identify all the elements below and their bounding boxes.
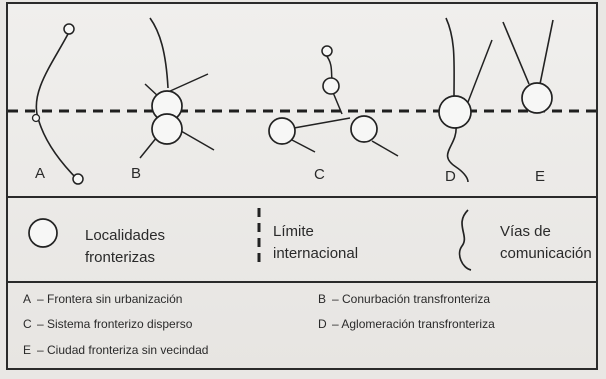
type-d: D – Aglomeración transfronteriza [318,317,495,331]
locality [521,82,553,114]
locality [63,23,75,35]
locality [72,173,84,185]
road [539,19,554,85]
panel-e: E [502,19,554,185]
type-c: C – Sistema fronterizo disperso [23,317,193,331]
road [167,73,209,93]
legend-locality-icon [28,218,58,248]
legend-border: Límite internacional [257,208,358,266]
road [139,136,158,159]
road [291,139,316,153]
locality [438,95,472,129]
type-b-text: – Conurbación transfronteriza [332,292,490,306]
road [149,17,169,89]
road [467,39,493,103]
type-d-letter: D [318,317,327,331]
road [293,117,351,129]
panel-label-b: B [131,165,141,182]
panel-label-a: A [35,165,45,182]
road [502,21,530,85]
legend-localities: Localidades fronterizas [28,218,165,266]
road [445,17,455,99]
panel-a: A [31,23,84,185]
legend-road-icon [458,209,472,271]
panel-label-e: E [535,168,545,185]
road [371,140,399,157]
legend-border-line-2: internacional [273,245,358,262]
type-b-letter: B [318,292,326,306]
panel-c: C [268,45,399,183]
panel-label-c: C [314,166,325,183]
border-point [31,113,41,123]
type-a-text: – Frontera sin urbanización [37,292,182,306]
type-b: B – Conurbación transfronteriza [318,292,490,306]
type-c-letter: C [23,317,32,331]
legend-border-line-1: Límite [273,223,314,240]
type-e-letter: E [23,343,31,357]
road [35,33,79,181]
type-a: A – Frontera sin urbanización [23,292,182,306]
locality [151,113,183,145]
type-e-text: – Ciudad fronteriza sin vecindad [37,343,208,357]
panel-d: D [438,17,493,185]
type-c-text: – Sistema fronterizo disperso [37,317,193,331]
legend-roads: Vías de comunicación [458,209,592,271]
locality [321,45,333,57]
locality [268,117,296,145]
locality [322,77,340,95]
legend-localities-line-2: fronterizas [85,249,155,266]
road [325,54,333,81]
legend-roads-line-1: Vías de [500,223,551,240]
type-a-letter: A [23,292,31,306]
panel-label-d: D [445,168,456,185]
legend-localities-line-1: Localidades [85,227,165,244]
panel-b: B [131,17,215,182]
locality [350,115,378,143]
type-e: E – Ciudad fronteriza sin vecindad [23,343,208,357]
type-d-text: – Aglomeración transfronteriza [332,317,495,331]
legend-roads-line-2: comunicación [500,245,592,262]
road [446,125,469,183]
road [180,130,215,151]
diagram-frame [6,2,598,370]
